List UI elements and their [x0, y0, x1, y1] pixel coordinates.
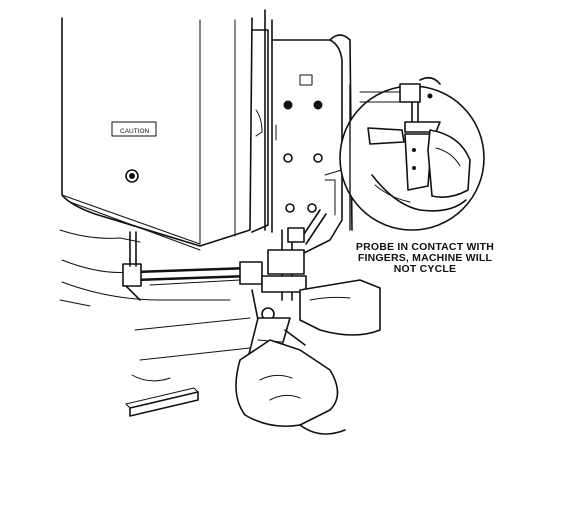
- machine-base: [59, 229, 251, 382]
- callout-line: NOT CYCLE: [393, 263, 457, 275]
- detail-magnifier: [339, 76, 485, 231]
- caution-plate: [111, 121, 157, 183]
- presser-assembly: [251, 209, 327, 350]
- callout-line: PROBE IN CONTACT WITH: [355, 241, 495, 253]
- bench-part: [125, 387, 199, 417]
- operator-hands: [235, 279, 381, 435]
- callout-line: FINGERS, MACHINE WILL: [357, 252, 493, 264]
- side-plate: [271, 34, 353, 256]
- probe-callout: PROBE IN CONTACT WITH FINGERS, MACHINE W…: [340, 242, 510, 275]
- machine-housing: [61, 9, 273, 251]
- linkage-rod: [122, 231, 263, 301]
- caution-label: CAUTION: [120, 128, 150, 135]
